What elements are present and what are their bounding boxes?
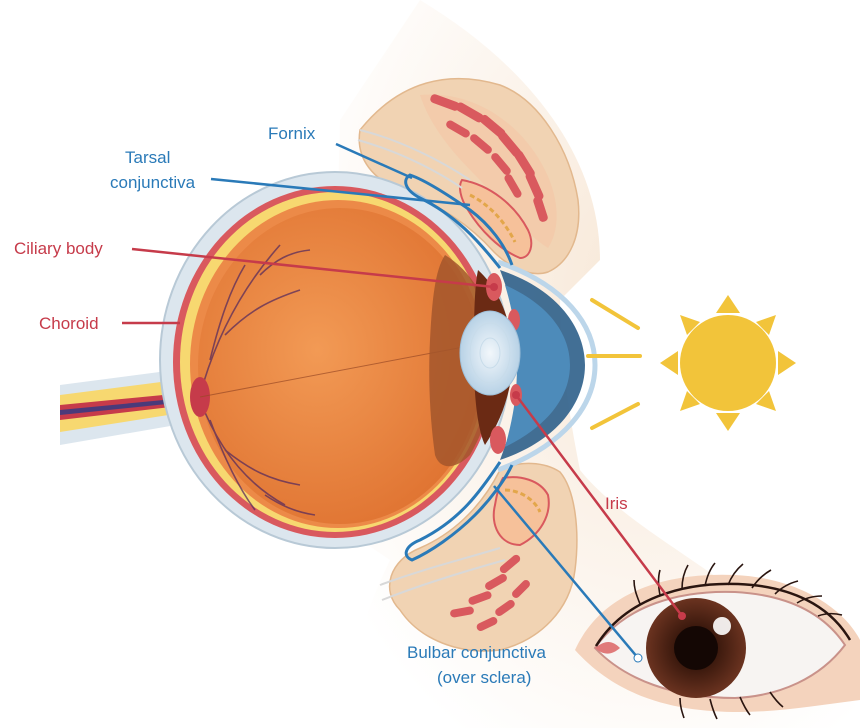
label-iris: Iris <box>605 494 628 513</box>
label-fornix: Fornix <box>268 124 316 143</box>
label-choroid: Choroid <box>39 314 99 333</box>
label-bulbar-line2: (over sclera) <box>437 668 531 687</box>
sun-icon <box>660 295 796 431</box>
label-tarsal-line2: conjunctiva <box>110 173 196 192</box>
label-tarsal-line1: Tarsal <box>125 148 170 167</box>
label-ciliary-body: Ciliary body <box>14 239 103 258</box>
label-bulbar-line1: Bulbar conjunctiva <box>407 643 546 662</box>
